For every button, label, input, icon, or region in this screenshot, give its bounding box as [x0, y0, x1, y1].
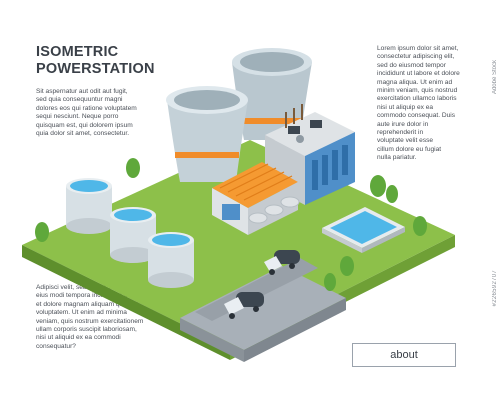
page-title: ISOMETRIC POWERSTATION [36, 44, 206, 78]
about-button[interactable]: about [352, 343, 456, 367]
small-storage-tanks [248, 196, 300, 224]
cooling-tower-back [232, 48, 312, 140]
stock-id-watermark: #226592707 [492, 270, 498, 307]
tanker-truck-1 [264, 250, 300, 275]
water-pool [322, 207, 405, 253]
tanker-truck-2 [224, 292, 264, 319]
right-paragraph: Lorem ipsum dolor sit amet, consectetur … [377, 45, 460, 162]
cooling-tower-front [166, 86, 248, 182]
trees [35, 158, 427, 291]
water-tank-1 [66, 178, 112, 234]
water-tank-2 [110, 207, 156, 263]
water-tank-3 [148, 232, 194, 288]
title-line-2: POWERSTATION [36, 61, 155, 77]
left-paragraph: Sit aspernatur aut odit aut fugit, sed q… [36, 88, 137, 138]
stock-brand-watermark: Adobe Stock [492, 60, 498, 95]
title-line-1: ISOMETRIC [36, 44, 119, 60]
main-building [265, 104, 355, 205]
ground-platform [22, 140, 455, 362]
